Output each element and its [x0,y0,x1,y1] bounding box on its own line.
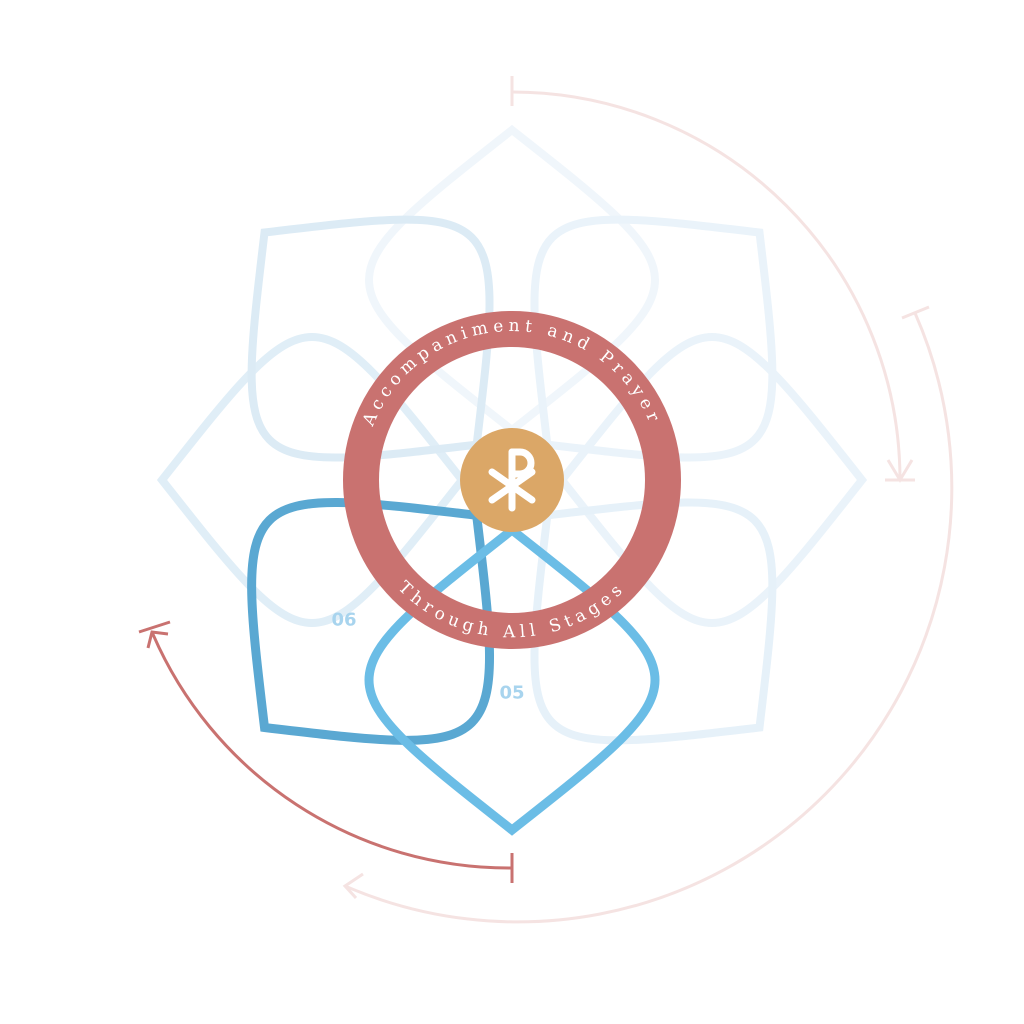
cycle-arrow-outer [511,90,902,481]
center-ring [343,311,681,649]
chi-rho-icon [488,448,536,512]
cycle-arrow-long-start-tick [901,305,930,320]
cycle-arrow-long [344,312,954,924]
active-progress-arrow [138,620,514,883]
cycle-arrow-long-head [342,872,364,900]
petal-label-06: 06 [331,610,356,631]
progress-arrow-arc [150,631,513,870]
progress-arrow-end-tick [138,620,171,634]
petal-label-05: 05 [499,683,524,704]
faded-cycle-arrows [342,76,954,924]
progress-arrow-head [146,630,169,649]
petal-labels: 06 05 [331,610,524,704]
